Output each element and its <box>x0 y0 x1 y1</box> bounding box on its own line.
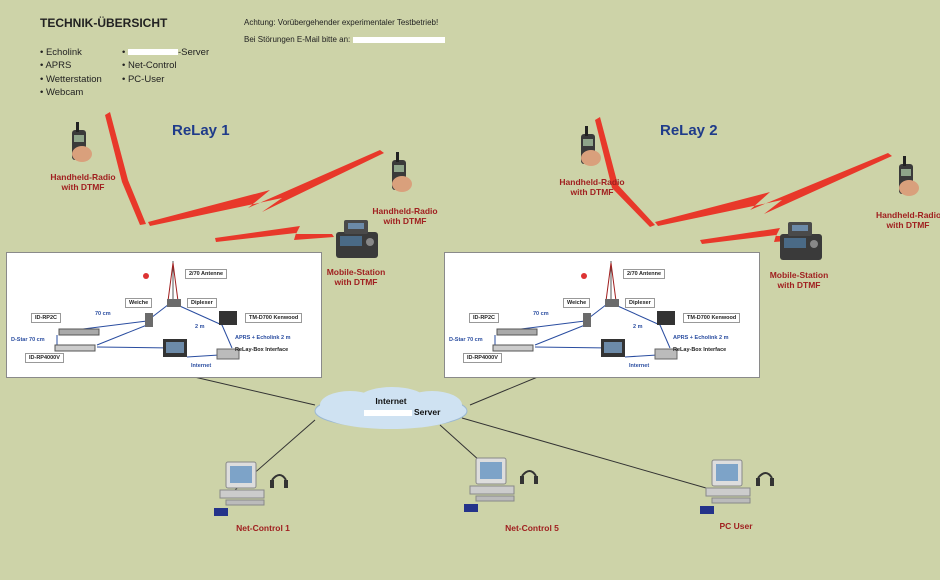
radio-link-lightning <box>148 150 384 226</box>
mobile-label: Mobile-Station with DTMF <box>326 267 386 287</box>
mobile-station-icon <box>334 220 380 265</box>
kenwood-label: TM-D700 Kenwood <box>245 313 303 323</box>
schematic-lines <box>492 261 678 360</box>
feature-item: Webcam <box>40 86 102 99</box>
id-rp2c-label: ID-RP2C <box>31 313 62 323</box>
dstar-label: D-Star 70 cm <box>11 337 45 343</box>
id-rp4000v-label: ID-RP4000V <box>25 353 64 363</box>
handheld-radio-icon <box>577 126 603 175</box>
feature-item: APRS <box>40 59 102 72</box>
link-cloud-pcuser <box>461 417 721 493</box>
feature-item: PC-User <box>122 73 209 86</box>
radio-link-lightning <box>595 117 655 227</box>
diplexer-label: Diplexer <box>625 298 655 308</box>
handheld-radio-icon <box>895 156 921 205</box>
redacted-email <box>352 36 445 43</box>
internet-cloud: Internet Server <box>310 385 472 433</box>
link-relay2-cloud <box>469 375 541 406</box>
diplexer-label: Diplexer <box>187 298 217 308</box>
redacted-text <box>127 49 178 56</box>
client-label: Net-Control 5 <box>505 523 559 533</box>
relay-2-schematic: 2/70 Antenne Weiche Diplexer ID-RP2C 70 … <box>444 252 760 378</box>
feature-list-2: -Server Net-Control PC-User <box>122 46 209 86</box>
radio-link-lightning <box>105 112 146 225</box>
handheld-label: Handheld-Radio with DTMF <box>372 206 438 226</box>
band-2-label: 2 m <box>633 324 643 330</box>
relay-1-schematic: 2/70 Antenne Weiche Diplexer ID-RP2C 70 … <box>6 252 322 378</box>
dstar-label: D-Star 70 cm <box>449 337 483 343</box>
handheld-label: Handheld-Radio with DTMF <box>876 210 940 230</box>
handheld-label: Handheld-Radio with DTMF <box>559 177 625 197</box>
kenwood-label: TM-D700 Kenwood <box>683 313 741 323</box>
workstation-icon <box>460 456 540 521</box>
antenna-label: 2/70 Antenne <box>185 269 228 279</box>
antenna-label: 2/70 Antenne <box>623 269 666 279</box>
id-rp2c-label: ID-RP2C <box>469 313 500 323</box>
workstation-icon <box>696 458 776 523</box>
aprs-label: APRS + Echolink 2 m <box>673 335 729 341</box>
feature-item-server: -Server <box>122 46 209 59</box>
radio-link-lightning <box>655 153 892 226</box>
notice-line-2: Bei Störungen E-Mail bitte an: <box>244 35 445 44</box>
feature-item: Wetterstation <box>40 73 102 86</box>
relay-1-title: ReLay 1 <box>172 122 230 139</box>
internet-label: Internet <box>629 363 650 369</box>
link-relay1-cloud <box>189 375 316 406</box>
feature-item: Echolink <box>40 46 102 59</box>
schematic-lines <box>54 261 240 360</box>
feature-list-1: Echolink APRS Wetterstation Webcam <box>40 46 102 100</box>
cloud-line-1: Internet <box>375 396 407 406</box>
band-70-label: 70 cm <box>95 311 111 317</box>
handheld-radio-icon <box>68 122 94 171</box>
aprs-label: APRS + Echolink 2 m <box>235 335 291 341</box>
weiche-label: Weiche <box>125 298 153 308</box>
mobile-label: Mobile-Station with DTMF <box>769 270 829 290</box>
relay-2-title: ReLay 2 <box>660 122 718 139</box>
client-label: PC User <box>719 521 753 531</box>
radio-link-lightning <box>215 226 334 242</box>
handheld-label: Handheld-Radio with DTMF <box>50 172 116 192</box>
internet-label: Internet <box>191 363 212 369</box>
band-2-label: 2 m <box>195 324 205 330</box>
handheld-radio-icon <box>388 152 414 201</box>
band-70-label: 70 cm <box>533 311 549 317</box>
feature-item: Net-Control <box>122 59 209 72</box>
relaybox-label: ReLay-Box Interface <box>673 347 727 353</box>
weiche-label: Weiche <box>563 298 591 308</box>
cloud-line-2: Server <box>352 407 452 417</box>
relaybox-label: ReLay-Box Interface <box>235 347 289 353</box>
workstation-icon <box>210 460 290 525</box>
id-rp4000v-label: ID-RP4000V <box>463 353 502 363</box>
mobile-station-icon <box>778 222 824 267</box>
notice-line-1: Achtung: Vorübergehender experimentaler … <box>244 18 439 27</box>
redacted-text <box>363 409 412 416</box>
client-label: Net-Control 1 <box>236 523 290 533</box>
page-title: TECHNIK-ÜBERSICHT <box>40 16 168 30</box>
